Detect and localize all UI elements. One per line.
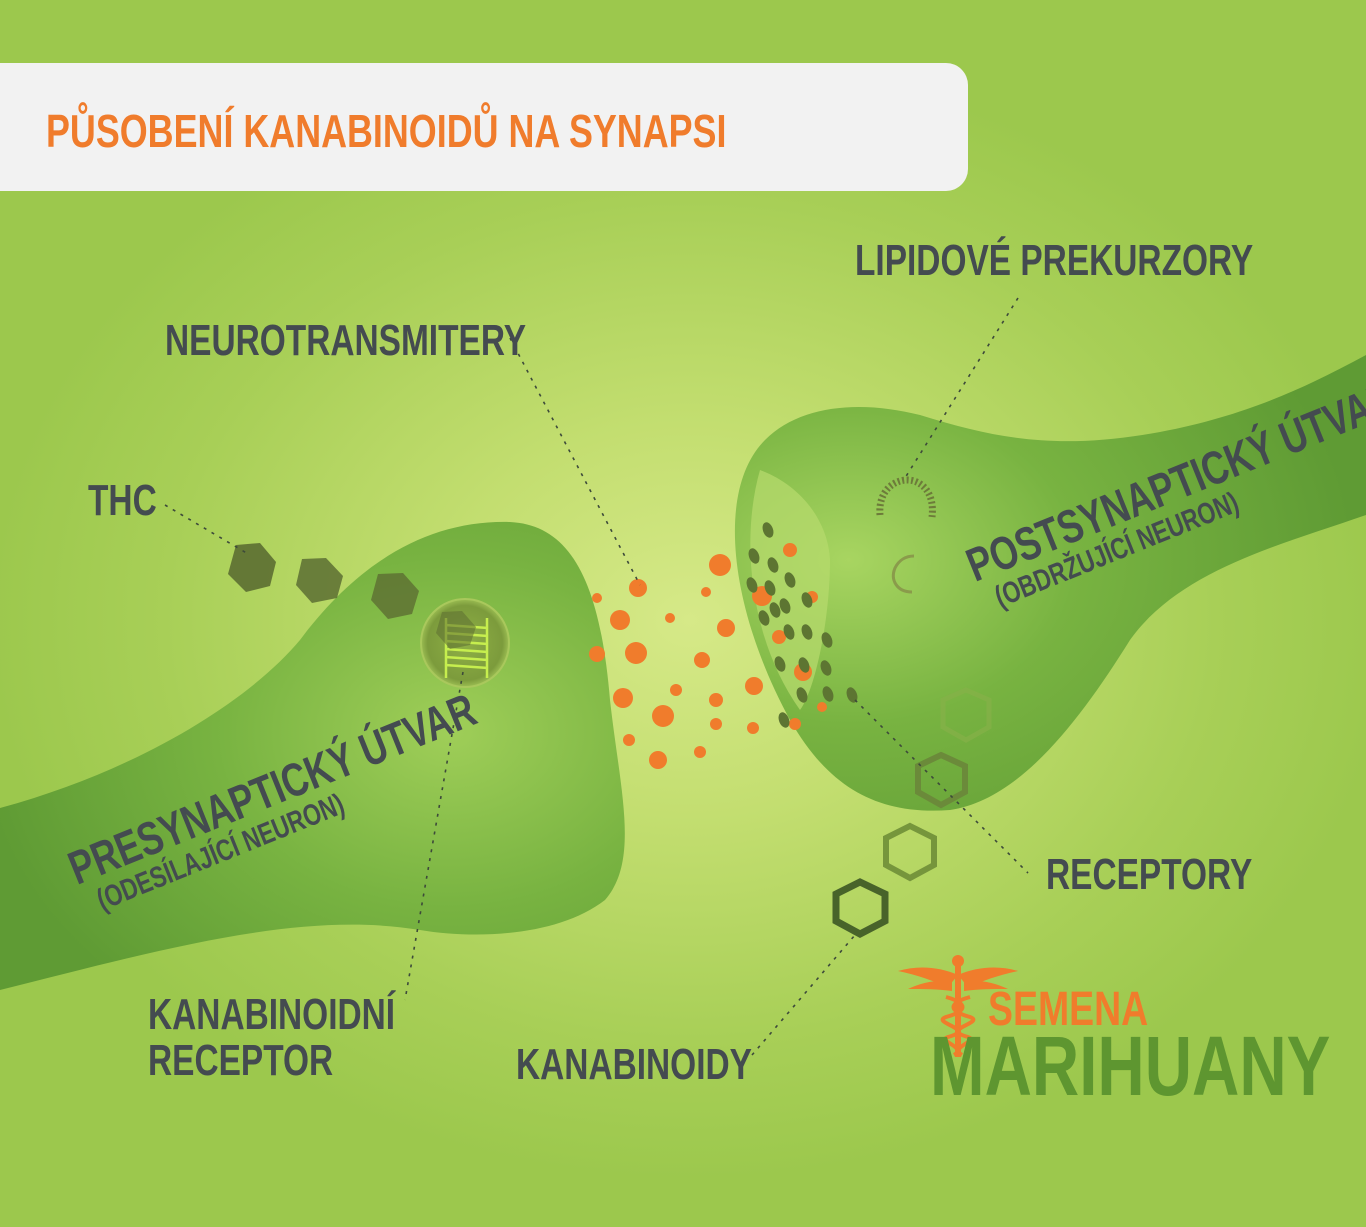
lipid-precursor-small-icon (891, 554, 915, 594)
caduceus-icon (898, 955, 1018, 1057)
lipid-precursor-icon (876, 476, 936, 518)
receptor-dot (748, 548, 760, 564)
neurotransmitter-dot (783, 543, 797, 557)
neurotransmitter-dot (625, 642, 647, 664)
logo-semena: SEMENA (988, 983, 1149, 1036)
receptor-dot (767, 557, 779, 573)
neurotransmitter-dot (670, 684, 682, 696)
neurotransmitter-dot (610, 610, 630, 630)
receptor-dot (820, 660, 832, 676)
neurotransmitter-dot (701, 587, 711, 597)
receptor-dot (801, 592, 813, 608)
receptor-dot (801, 624, 813, 640)
receptor-dot (774, 656, 786, 672)
receptor-dot (769, 602, 781, 618)
neurotransmitter-dot (694, 652, 710, 668)
neurotransmitter-dot (649, 751, 667, 769)
receptor-dot (746, 577, 758, 593)
neurotransmitter-dot (652, 705, 674, 727)
receptor-dot (783, 624, 795, 640)
label-cannabinoids: KANABINOIDY (516, 1040, 752, 1089)
label-lipid-precursors: LIPIDOVÉ PREKURZORY (855, 236, 1254, 285)
receptor-dot (796, 687, 808, 703)
receptor-dot (821, 632, 833, 648)
receptor-dot (779, 598, 791, 614)
neurotransmitter-dot (717, 619, 735, 637)
receptor-dot (758, 610, 770, 626)
page-title: PŮSOBENÍ KANABINOIDŮ NA SYNAPSI (46, 105, 727, 157)
neurotransmitter-dot (629, 579, 647, 597)
leader-lines (164, 297, 1029, 1056)
neurotransmitter-dot (709, 693, 723, 707)
thc-molecules (228, 543, 476, 649)
title-banner (0, 63, 968, 191)
receptor-dot (822, 686, 834, 702)
receptor-dot (784, 572, 796, 588)
label-neurotransmitters: NEUROTRANSMITERY (165, 316, 527, 365)
neurotransmitter-dot (613, 688, 633, 708)
label-cannabinoid-receptor-line1: KANABINOIDNÍ (148, 990, 396, 1039)
neurotransmitter-dot (745, 677, 763, 695)
neurotransmitter-dot (665, 613, 675, 623)
receptor-dot (778, 712, 790, 728)
neurotransmitter-dot (709, 554, 731, 576)
label-thc: THC (88, 476, 157, 525)
postsynaptic-neuron (734, 355, 1366, 811)
logo-marihuany: MARIHUANY (930, 1019, 1331, 1113)
neurotransmitter-dot (592, 593, 602, 603)
receptor-dot (764, 580, 776, 596)
receptor-dot (762, 522, 774, 538)
neurotransmitter-dot (694, 746, 706, 758)
cannabinoid-molecules (832, 687, 992, 938)
receptors (746, 522, 858, 728)
neurotransmitter-dot (623, 734, 635, 746)
neurotransmitter-dot (817, 702, 827, 712)
neurotransmitter-dot (772, 630, 786, 644)
neurotransmitter-dot (747, 722, 759, 734)
neurotransmitter-dot (710, 718, 722, 730)
receptor-dot (798, 657, 810, 673)
label-receptors: RECEPTORY (1046, 850, 1253, 899)
label-cannabinoid-receptor-line2: RECEPTOR (148, 1036, 334, 1085)
receptor-dot (846, 687, 858, 703)
neurotransmitter-dot (789, 718, 801, 730)
neurotransmitter-dot (589, 646, 605, 662)
